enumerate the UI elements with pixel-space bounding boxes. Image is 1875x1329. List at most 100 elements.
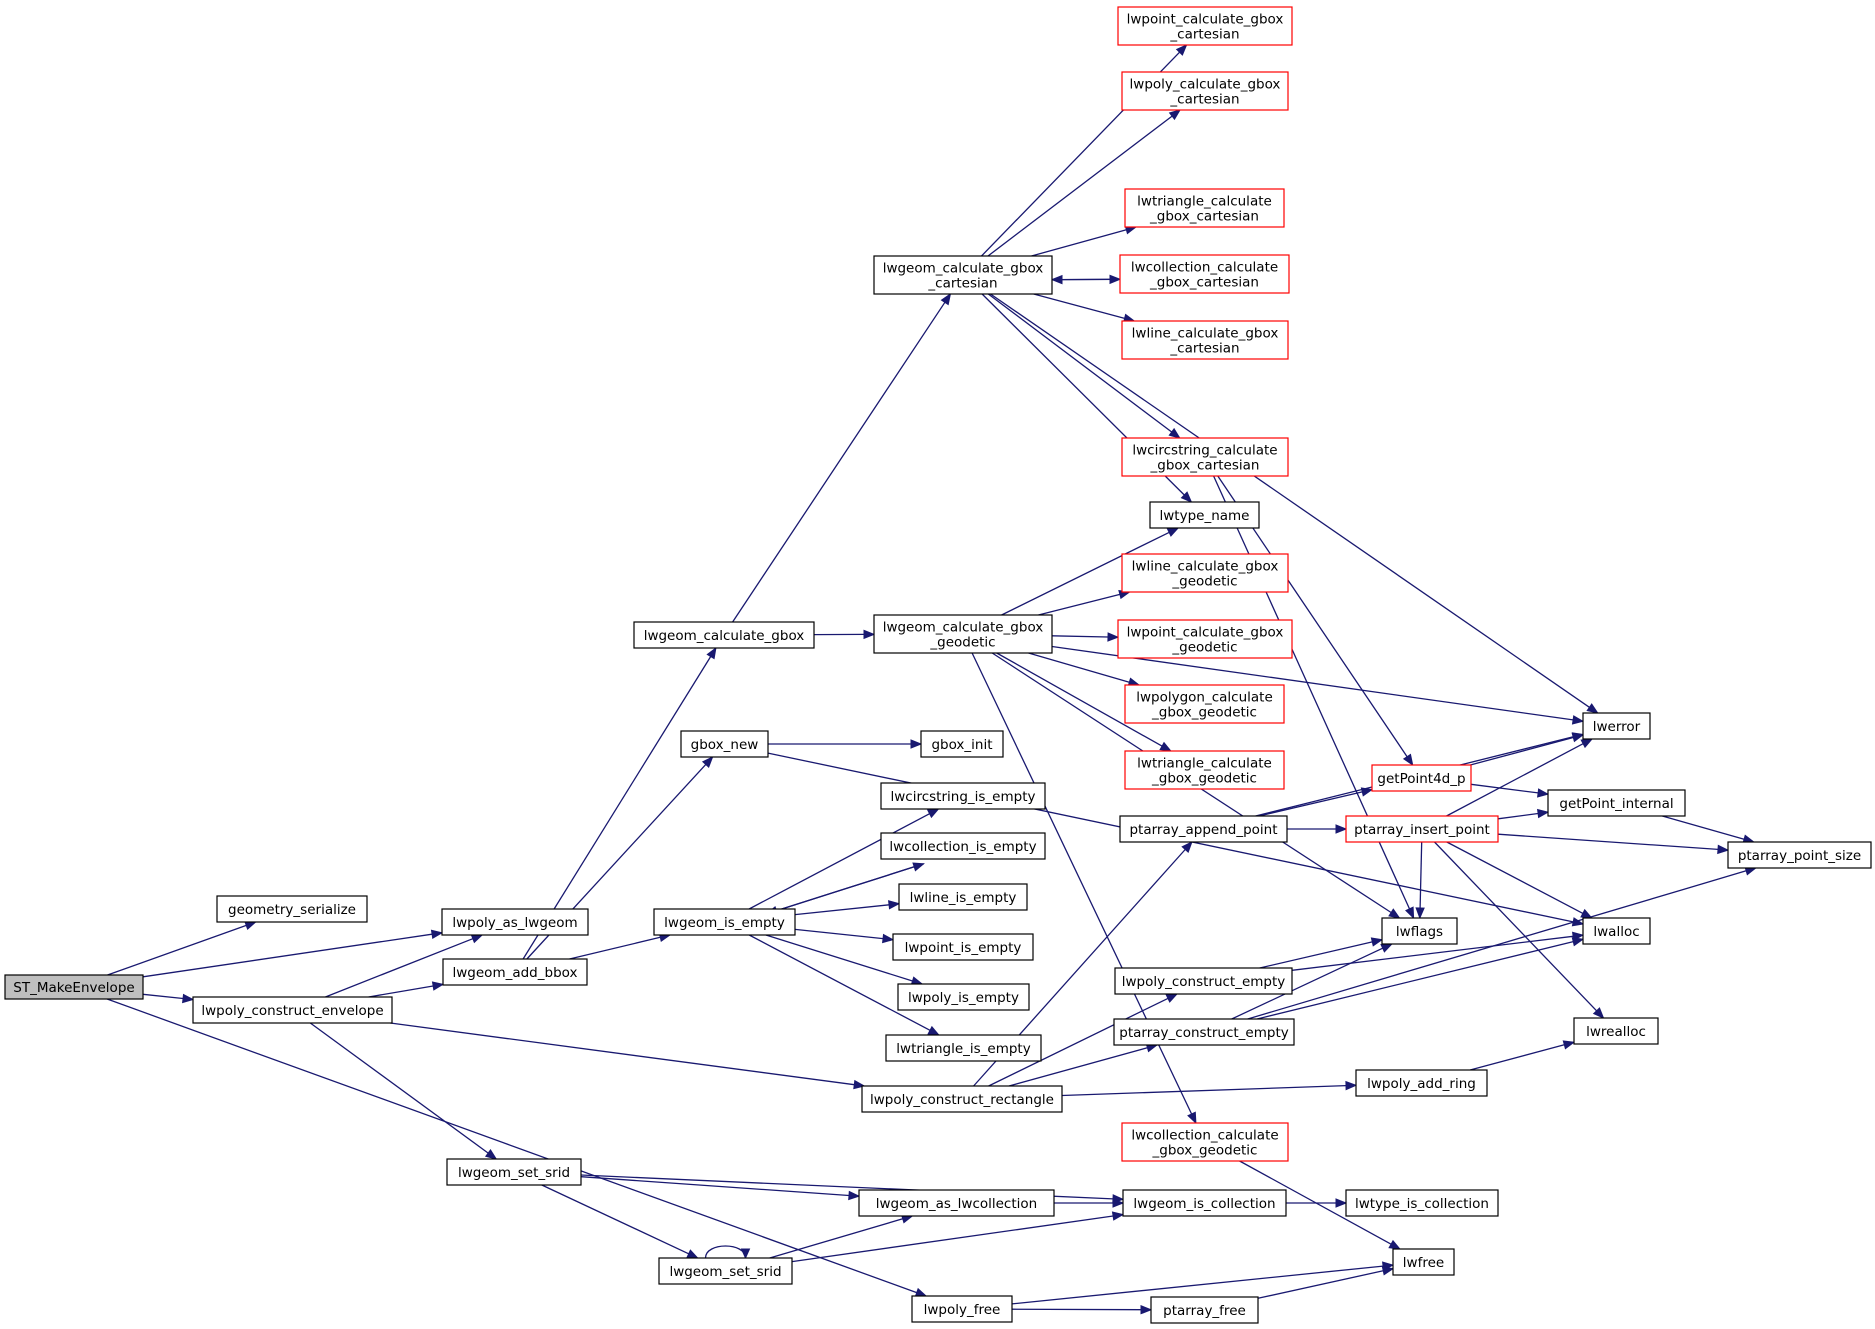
node-label: lwpoly_is_empty <box>908 990 1019 1006</box>
node-gbox_new[interactable]: gbox_new <box>680 730 769 758</box>
node-box <box>1119 254 1290 294</box>
node-lwgeom_set_srid_a[interactable]: lwgeom_set_srid <box>446 1158 582 1186</box>
node-label: lwpoint_calculate_gbox <box>1127 12 1284 28</box>
node-label: lwtriangle_is_empty <box>896 1041 1030 1057</box>
node-lwline_calculate_gbox_geodetic[interactable]: lwline_calculate_gbox_geodetic <box>1121 553 1289 593</box>
edge-st_makeenvelope-to-lwpoly_free <box>106 998 928 1297</box>
node-ptarray_point_size[interactable]: ptarray_point_size <box>1727 841 1872 869</box>
node-box <box>446 1158 582 1186</box>
node-lwpoly_free[interactable]: lwpoly_free <box>911 1295 1013 1323</box>
node-box <box>1124 188 1285 228</box>
node-lwcollection_calculate_gbox_cartesian[interactable]: lwcollection_calculate_gbox_cartesian <box>1119 254 1290 294</box>
node-label: ptarray_point_size <box>1738 848 1861 864</box>
edge-ptarray_insert_point-to-lwrealloc <box>1434 841 1605 1019</box>
node-lwgeom_calculate_gbox_geodetic[interactable]: lwgeom_calculate_gbox_geodetic <box>873 614 1053 654</box>
node-lwflags[interactable]: lwflags <box>1381 917 1458 945</box>
node-lwgeom_calculate_gbox_cartesian[interactable]: lwgeom_calculate_gbox_cartesian <box>873 255 1053 295</box>
node-lwpoly_is_empty[interactable]: lwpoly_is_empty <box>897 983 1030 1011</box>
node-box <box>880 832 1046 860</box>
node-lwcollection_calculate_gbox_geodetic[interactable]: lwcollection_calculate_gbox_geodetic <box>1121 1122 1289 1162</box>
node-box <box>658 1257 793 1285</box>
edge-ptarray_insert_point-to-getpoint_internal <box>1497 808 1550 820</box>
node-box <box>897 983 1030 1011</box>
node-lwgeom_calculate_gbox[interactable]: lwgeom_calculate_gbox <box>633 621 815 649</box>
node-lwgeom_add_bbox[interactable]: lwgeom_add_bbox <box>442 958 588 986</box>
node-lwtriangle_is_empty[interactable]: lwtriangle_is_empty <box>885 1034 1042 1062</box>
node-lwtriangle_calculate_gbox_cartesian[interactable]: lwtriangle_calculate_gbox_cartesian <box>1124 188 1285 228</box>
node-box <box>441 908 589 936</box>
edge-lwcollection_calculate_gbox_geodetic-to-lwfree <box>1239 1160 1401 1250</box>
edge-ptarray_append_point-to-getpoint4d_p <box>1258 787 1374 817</box>
edge-lwgeom_is_collection-to-lwtype_is_collection <box>1286 1198 1348 1208</box>
node-lwpoly_add_ring[interactable]: lwpoly_add_ring <box>1355 1069 1488 1097</box>
edge-lwpoly_construct_envelope-to-lwpoly_construct_rectangle <box>390 1022 866 1090</box>
node-ptarray_append_point[interactable]: ptarray_append_point <box>1119 815 1288 843</box>
edge-lwgeom_calculate_gbox_geodetic-to-lwerror <box>1051 645 1585 725</box>
node-ptarray_construct_empty[interactable]: ptarray_construct_empty <box>1113 1018 1295 1046</box>
node-label: ptarray_construct_empty <box>1119 1025 1288 1041</box>
node-label: _geodetic <box>929 635 995 651</box>
node-lwgeom_is_collection[interactable]: lwgeom_is_collection <box>1122 1189 1287 1217</box>
node-lwpoint_calculate_gbox_geodetic[interactable]: lwpoint_calculate_gbox_geodetic <box>1117 619 1293 659</box>
edge-lwcollection_calculate_gbox_cartesian-to-lwgeom_calculate_gbox_cartesian <box>1050 274 1121 285</box>
node-lwline_calculate_gbox_cartesian[interactable]: lwline_calculate_gbox_cartesian <box>1121 320 1289 360</box>
node-lwpoly_calculate_gbox_cartesian[interactable]: lwpoly_calculate_gbox_cartesian <box>1121 71 1289 111</box>
node-lwtriangle_calculate_gbox_geodetic[interactable]: lwtriangle_calculate_gbox_geodetic <box>1124 750 1285 790</box>
node-box <box>911 1295 1013 1323</box>
node-label: lwgeom_is_collection <box>1133 1196 1275 1212</box>
node-lwgeom_set_srid_b[interactable]: lwgeom_set_srid <box>658 1257 793 1285</box>
node-box <box>1371 764 1472 792</box>
node-label: lwpolygon_calculate <box>1136 690 1273 706</box>
node-lwpoint_is_empty[interactable]: lwpoint_is_empty <box>892 933 1034 961</box>
edge-ptarray_construct_empty-to-lwalloc <box>1256 937 1585 1020</box>
node-box <box>1121 71 1289 111</box>
edge-st_makeenvelope-to-lwpoly_construct_envelope <box>142 993 195 1004</box>
node-lwerror[interactable]: lwerror <box>1582 712 1651 740</box>
edge-lwgeom_calculate_gbox_geodetic-to-lwline_calculate_gbox_geodetic <box>1038 590 1131 616</box>
node-label: lwgeom_as_lwcollection <box>876 1196 1037 1212</box>
edge-getpoint_internal-to-ptarray_point_size <box>1662 815 1756 844</box>
node-lwpoint_calculate_gbox_cartesian[interactable]: lwpoint_calculate_gbox_cartesian <box>1117 6 1293 46</box>
node-gbox_init[interactable]: gbox_init <box>920 730 1004 758</box>
node-box <box>885 1034 1042 1062</box>
node-box <box>442 958 588 986</box>
node-box <box>4 974 144 1000</box>
node-box <box>1121 437 1289 477</box>
node-lwtype_is_collection[interactable]: lwtype_is_collection <box>1345 1189 1499 1217</box>
node-box <box>1345 815 1499 843</box>
node-box <box>1150 1296 1259 1324</box>
node-lwtype_name[interactable]: lwtype_name <box>1149 501 1260 529</box>
node-lwline_is_empty[interactable]: lwline_is_empty <box>898 883 1028 911</box>
node-lwpoly_construct_envelope[interactable]: lwpoly_construct_envelope <box>192 996 393 1024</box>
node-getpoint_internal[interactable]: getPoint_internal <box>1547 789 1686 817</box>
node-label: lwpoly_calculate_gbox <box>1130 77 1281 93</box>
node-lwgeom_as_lwcollection[interactable]: lwgeom_as_lwcollection <box>858 1189 1055 1217</box>
node-lwcircstring_calculate_gbox_cartesian[interactable]: lwcircstring_calculate_gbox_cartesian <box>1121 437 1289 477</box>
node-label: lwgeom_add_bbox <box>453 965 578 981</box>
node-lwpoly_as_lwgeom[interactable]: lwpoly_as_lwgeom <box>441 908 589 936</box>
node-lwpolygon_calculate_gbox_geodetic[interactable]: lwpolygon_calculate_gbox_geodetic <box>1124 684 1285 724</box>
node-label: gbox_new <box>691 737 759 753</box>
node-lwfree[interactable]: lwfree <box>1392 1248 1455 1276</box>
node-label: lwpoly_add_ring <box>1367 1076 1476 1092</box>
node-getpoint4d_p[interactable]: getPoint4d_p <box>1371 764 1472 792</box>
node-lwpoly_construct_empty[interactable]: lwpoly_construct_empty <box>1114 967 1293 995</box>
node-label: ptarray_free <box>1163 1303 1246 1319</box>
node-geometry_serialize[interactable]: geometry_serialize <box>216 895 368 923</box>
node-ptarray_insert_point[interactable]: ptarray_insert_point <box>1345 815 1499 843</box>
node-ptarray_free[interactable]: ptarray_free <box>1150 1296 1259 1324</box>
node-box <box>1547 789 1686 817</box>
node-lwcircstring_is_empty[interactable]: lwcircstring_is_empty <box>880 782 1046 810</box>
node-box <box>1121 553 1289 593</box>
node-label: _cartesian <box>927 276 997 292</box>
node-lwcollection_is_empty[interactable]: lwcollection_is_empty <box>880 832 1046 860</box>
node-label: _geodetic <box>1171 574 1237 590</box>
edge-lwgeom_calculate_gbox_cartesian-to-lwline_calculate_gbox_cartesian <box>1033 293 1136 323</box>
node-label: lwalloc <box>1593 924 1639 940</box>
node-lwrealloc[interactable]: lwrealloc <box>1573 1017 1659 1045</box>
node-lwpoly_construct_rectangle[interactable]: lwpoly_construct_rectangle <box>861 1085 1063 1113</box>
node-st_makeenvelope[interactable]: ST_MakeEnvelope <box>4 974 144 1000</box>
node-lwgeom_is_empty[interactable]: lwgeom_is_empty <box>653 908 796 936</box>
node-label: _gbox_cartesian <box>1150 458 1260 474</box>
node-lwalloc[interactable]: lwalloc <box>1582 917 1651 945</box>
